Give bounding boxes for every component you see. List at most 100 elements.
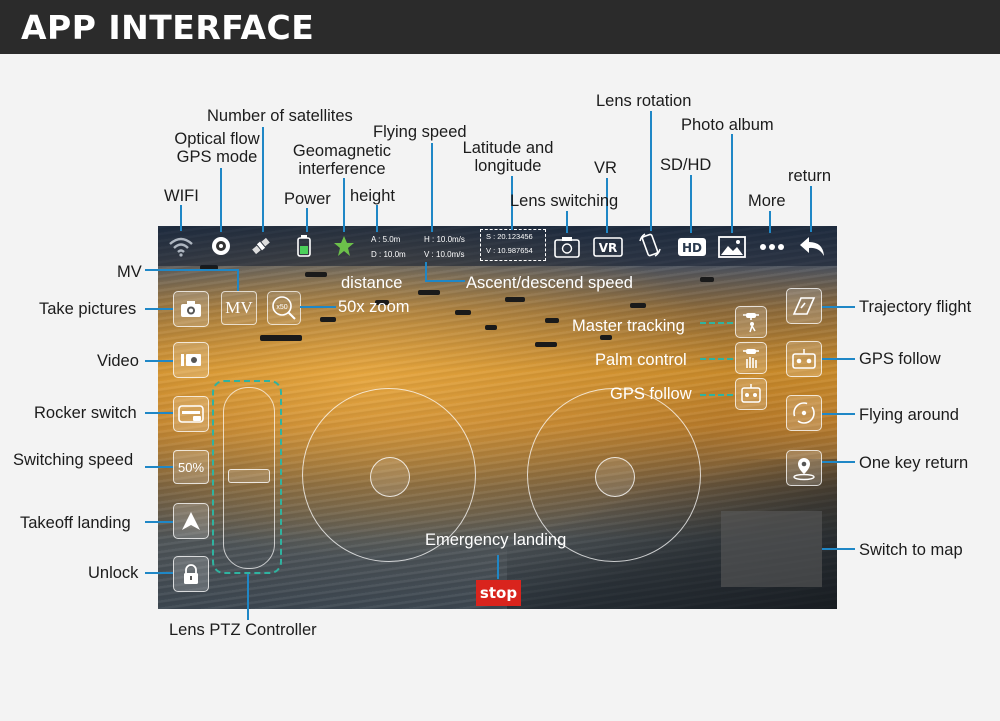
- label-emergency-landing: Emergency landing: [425, 531, 567, 549]
- video-icon: [181, 354, 201, 366]
- vertical-speed-readout: V : 10.0m/s: [424, 250, 465, 259]
- distance-readout: D : 10.0m: [371, 250, 406, 259]
- unlock-callout: [145, 572, 173, 574]
- label-geomagnetic-2: interference: [298, 160, 386, 178]
- take-pictures-callout: [145, 308, 173, 310]
- one-key-return-button[interactable]: [786, 450, 822, 486]
- palm-control-icon: [743, 349, 759, 368]
- takeoff-landing-button[interactable]: [173, 503, 209, 539]
- label-switch-to-map: Switch to map: [859, 541, 963, 559]
- boat: [485, 325, 497, 330]
- switching-speed-button[interactable]: 50%: [173, 450, 209, 484]
- lens-switch-icon[interactable]: [553, 234, 581, 260]
- label-latlon-2: longitude: [474, 157, 542, 175]
- zoom-button[interactable]: x50: [267, 291, 301, 325]
- label-takeoff-landing: Takeoff landing: [20, 514, 131, 532]
- label-power: Power: [284, 190, 331, 208]
- boat: [545, 318, 559, 323]
- mv-button[interactable]: MV: [221, 291, 257, 325]
- switching-speed-callout: [145, 466, 173, 468]
- emergency-callout: [497, 555, 499, 579]
- lat-lon-box: S : 20.123456 V : 10.987654: [480, 229, 546, 261]
- boat: [600, 335, 612, 340]
- optical-flow-icon[interactable]: [209, 234, 233, 258]
- takeoff-callout: [145, 521, 173, 523]
- label-flying-speed: Flying speed: [373, 123, 467, 141]
- zoom-magnifier-icon: x50: [272, 296, 296, 320]
- svg-text:HD: HD: [682, 241, 702, 255]
- photo-album-callout: [731, 134, 733, 233]
- boat: [418, 290, 440, 295]
- svg-text:VR: VR: [599, 241, 618, 255]
- boat: [535, 342, 557, 347]
- trajectory-flight-button[interactable]: [786, 288, 822, 324]
- zoom-callout: [300, 306, 336, 308]
- boat: [455, 310, 471, 315]
- return-arrow-icon[interactable]: [797, 232, 827, 260]
- palm-control-connector: [700, 358, 733, 360]
- flying-speed-callout: [431, 143, 433, 232]
- label-unlock: Unlock: [88, 564, 139, 582]
- left-joystick-ring[interactable]: [302, 388, 476, 562]
- return-callout: [810, 186, 812, 232]
- label-zoom: 50x zoom: [338, 298, 410, 316]
- trajectory-icon: [792, 297, 816, 315]
- lens-rotation-callout: [650, 111, 652, 231]
- right-joystick-ring[interactable]: [527, 388, 701, 562]
- ascent-callout-h: [425, 280, 465, 282]
- camera-icon: [181, 301, 201, 317]
- satellite-icon: [249, 234, 273, 258]
- label-lens-switching: Lens switching: [510, 192, 619, 210]
- label-latlon-1: Latitude and: [462, 139, 554, 157]
- palm-control-button[interactable]: [735, 342, 767, 374]
- take-picture-button[interactable]: [173, 291, 209, 327]
- video-button[interactable]: [173, 342, 209, 378]
- label-sdhd: SD/HD: [660, 156, 712, 174]
- gps-follow-button[interactable]: [786, 341, 822, 377]
- flying-around-button[interactable]: [786, 395, 822, 431]
- map-switch-panel[interactable]: [721, 511, 822, 587]
- label-optical-flow-1: Optical flow: [174, 130, 260, 148]
- right-joystick-knob[interactable]: [595, 457, 635, 497]
- altitude-readout: A : 5.0m: [371, 235, 401, 244]
- label-more: More: [748, 192, 786, 210]
- label-height: height: [350, 187, 395, 205]
- label-palm-control: Palm control: [595, 351, 687, 369]
- circle-around-icon: [793, 402, 815, 424]
- label-gps-follow-inner: GPS follow: [610, 385, 692, 403]
- rocker-icon: [178, 405, 204, 423]
- label-switching-speed: Switching speed: [13, 451, 134, 469]
- status-bar: [158, 226, 837, 266]
- label-video: Video: [97, 352, 139, 370]
- boat: [700, 277, 714, 282]
- boat: [320, 317, 336, 322]
- lens-ptz-slider[interactable]: [228, 469, 270, 483]
- battery-icon: [293, 233, 315, 259]
- photo-album-icon[interactable]: [717, 234, 747, 260]
- rocker-switch-button[interactable]: [173, 396, 209, 432]
- satellites-callout: [262, 127, 264, 232]
- horizontal-speed-readout: H : 10.0m/s: [424, 235, 465, 244]
- gps-follow-callout: [822, 358, 855, 360]
- master-tracking-button[interactable]: [735, 306, 767, 338]
- mv-callout-h: [145, 269, 238, 271]
- unlock-button[interactable]: [173, 556, 209, 592]
- label-trajectory-flight: Trajectory flight: [859, 298, 972, 316]
- gps-follow-inner-button[interactable]: [735, 378, 767, 410]
- lens-rotation-icon[interactable]: [636, 230, 664, 260]
- header-bar: APP INTERFACE: [0, 0, 1000, 54]
- page-title: APP INTERFACE: [21, 8, 315, 47]
- left-joystick-knob[interactable]: [370, 457, 410, 497]
- emergency-stop-button[interactable]: stop: [476, 580, 521, 606]
- vr-icon[interactable]: VR: [592, 235, 624, 259]
- more-callout: [769, 211, 771, 233]
- label-flying-around: Flying around: [859, 406, 959, 424]
- more-icon[interactable]: [757, 236, 787, 258]
- one-key-return-callout: [822, 461, 855, 463]
- master-tracking-connector: [700, 322, 733, 324]
- trajectory-callout: [822, 306, 855, 308]
- geomagnetic-callout: [343, 178, 345, 232]
- hd-icon[interactable]: HD: [676, 235, 708, 259]
- label-distance: distance: [341, 274, 403, 292]
- boat: [505, 297, 525, 302]
